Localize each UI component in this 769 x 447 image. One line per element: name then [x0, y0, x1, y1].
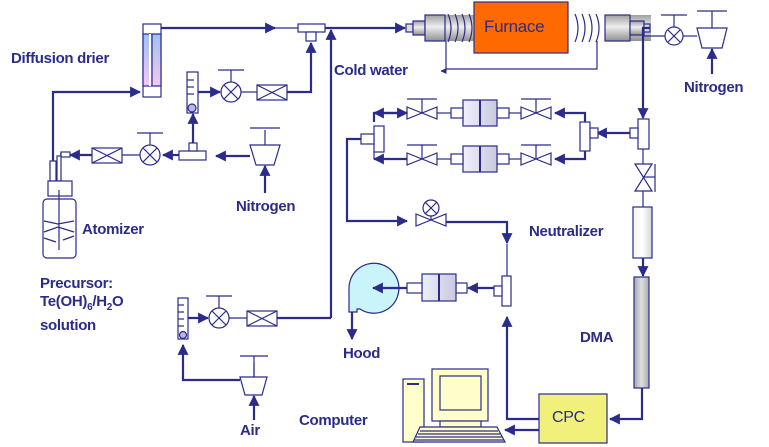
label-cold-water: Cold water	[334, 62, 408, 79]
filter-holder-lower	[450, 145, 510, 173]
atomizer	[42, 151, 77, 259]
label-nitrogen-middle: Nitrogen	[236, 198, 296, 215]
filter-air	[246, 310, 278, 327]
neutralizer-valve	[633, 163, 656, 192]
top-mixing-tee	[297, 23, 326, 42]
label-air: Air	[240, 422, 260, 439]
valve-branch-lower-right	[520, 144, 552, 166]
label-hood: Hood	[343, 345, 381, 362]
regulator-nitrogen-middle	[249, 127, 281, 166]
neutralizer	[632, 206, 653, 259]
valve-branch-lower-left	[406, 144, 438, 166]
valve-air	[206, 295, 232, 329]
formula-part: Te(OH)	[40, 293, 88, 310]
precursor-formula: Te(OH)6/H2O	[40, 293, 124, 317]
furnace	[473, 1, 569, 54]
dma-column	[633, 276, 650, 389]
exhaust-tee	[493, 275, 512, 307]
precursor-line3: solution	[40, 317, 96, 334]
regulator-air	[239, 355, 268, 396]
valve-nitrogen-upper	[218, 69, 244, 103]
filter-nitrogen-upper	[256, 84, 288, 101]
formula-sub: 2	[106, 302, 113, 313]
label-nitrogen-top-right: Nitrogen	[684, 79, 744, 96]
exhaust-filter	[406, 273, 468, 302]
label-computer: Computer	[299, 412, 368, 429]
precursor-line1: Precursor:	[40, 275, 113, 292]
formula-part: /H	[92, 293, 107, 310]
filter-nitrogen-lower	[91, 147, 123, 164]
valve-branch-upper-right	[520, 98, 552, 120]
atomizer-feed-tee	[178, 142, 207, 161]
valve-nitrogen-lower	[137, 132, 163, 166]
label-neutralizer: Neutralizer	[529, 223, 604, 240]
bypass-valve	[415, 199, 447, 227]
filter-holder-upper	[450, 99, 510, 127]
valve-nitrogen-top	[661, 14, 687, 46]
label-diffusion-drier: Diffusion drier	[11, 50, 110, 67]
sample-split-tee	[629, 118, 650, 150]
flowmeter-nitrogen	[186, 71, 199, 114]
regulator-nitrogen-top	[696, 10, 728, 49]
formula-part: O	[112, 293, 124, 310]
valve-branch-upper-left	[406, 98, 438, 120]
label-dma: DMA	[580, 329, 614, 346]
label-cpc: CPC	[552, 409, 585, 426]
parallel-split-tee-right	[579, 121, 599, 152]
computer-icon	[402, 368, 506, 443]
label-furnace: Furnace	[484, 17, 545, 36]
diffusion-drier	[142, 23, 162, 98]
formula-sub: 6	[87, 302, 93, 313]
label-precursor: Precursor: Te(OH)6/H2O solution	[40, 275, 124, 335]
label-atomizer: Atomizer	[82, 221, 144, 238]
flowmeter-air	[177, 297, 189, 340]
parallel-merge-tee-left	[360, 125, 385, 153]
